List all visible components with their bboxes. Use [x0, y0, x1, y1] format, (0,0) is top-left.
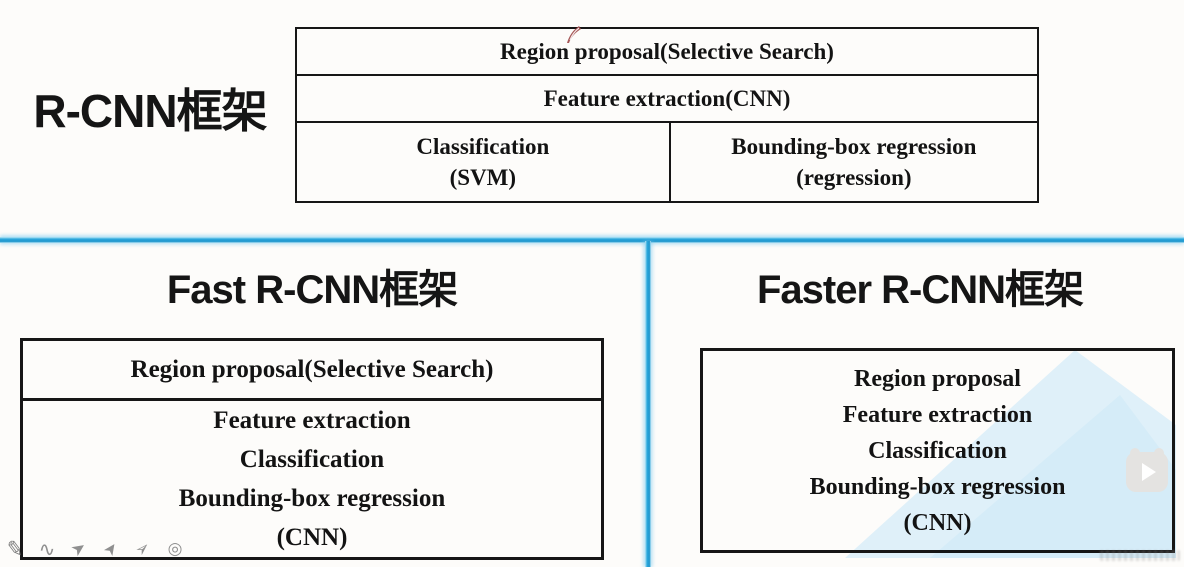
faster-line-cnn: (CNN) — [903, 509, 972, 536]
stamp-arrow-icon[interactable]: ➤ — [67, 536, 91, 562]
fast-line-classification: Classification — [239, 446, 385, 473]
rcnn-cell-classification: Classification (SVM) — [297, 123, 671, 201]
cursor-arrow-icon[interactable]: ➢ — [130, 536, 156, 562]
horizontal-divider-line — [0, 237, 1184, 243]
play-icon[interactable] — [1126, 448, 1168, 492]
wave-icon[interactable]: ∿ — [38, 537, 56, 561]
classification-line: Classification — [416, 134, 550, 159]
fast-line-feature-extraction: Feature extraction — [213, 407, 411, 434]
faster-line-classification: Classification — [868, 437, 1007, 464]
faster-rcnn-title: Faster R-CNN框架 — [756, 268, 1084, 312]
fast-rcnn-box: Region proposal(Selective Search) Featur… — [20, 338, 604, 560]
rcnn-row-feature-extraction: Feature extraction(CNN) — [297, 76, 1037, 123]
target-icon[interactable]: ◎ — [167, 539, 183, 559]
svm-line: (SVM) — [449, 165, 517, 190]
faster-line-region-proposal: Region proposal — [854, 365, 1021, 392]
rcnn-table: Region proposal(Selective Search) Featur… — [295, 27, 1039, 203]
bbox-regression-line: Bounding-box regression — [731, 134, 977, 159]
pen-cursor-icon — [567, 26, 581, 43]
fast-line-bbox-regression: Bounding-box regression — [178, 485, 446, 512]
flag-arrow-icon[interactable]: ➤ — [98, 537, 123, 560]
rcnn-cell-bbox-regression: Bounding-box regression (regression) — [671, 123, 1037, 201]
faster-line-bbox-regression: Bounding-box regression — [809, 473, 1066, 500]
regression-line: (regression) — [796, 165, 912, 190]
fast-row-region-proposal: Region proposal(Selective Search) — [23, 341, 601, 401]
fast-row-cnn-stages: Feature extraction Classification Boundi… — [23, 401, 601, 557]
fast-rcnn-title: Fast R-CNN框架 — [166, 268, 458, 312]
vertical-divider-line — [645, 241, 651, 567]
fast-line-cnn: (CNN) — [276, 524, 348, 551]
rcnn-framework-label: R-CNN框架 — [33, 85, 267, 137]
rcnn-row-split: Classification (SVM) Bounding-box regres… — [297, 123, 1037, 201]
pen-icon[interactable]: ✎ — [4, 535, 26, 563]
rcnn-row-region-proposal: Region proposal(Selective Search) — [297, 29, 1037, 76]
ink-toolbar: ✎ ∿ ➤ ➤ ➢ ◎ — [4, 535, 186, 563]
faster-line-feature-extraction: Feature extraction — [842, 401, 1033, 428]
faster-rcnn-box: Region proposal Feature extraction Class… — [700, 348, 1175, 553]
site-watermark — [1100, 550, 1180, 561]
